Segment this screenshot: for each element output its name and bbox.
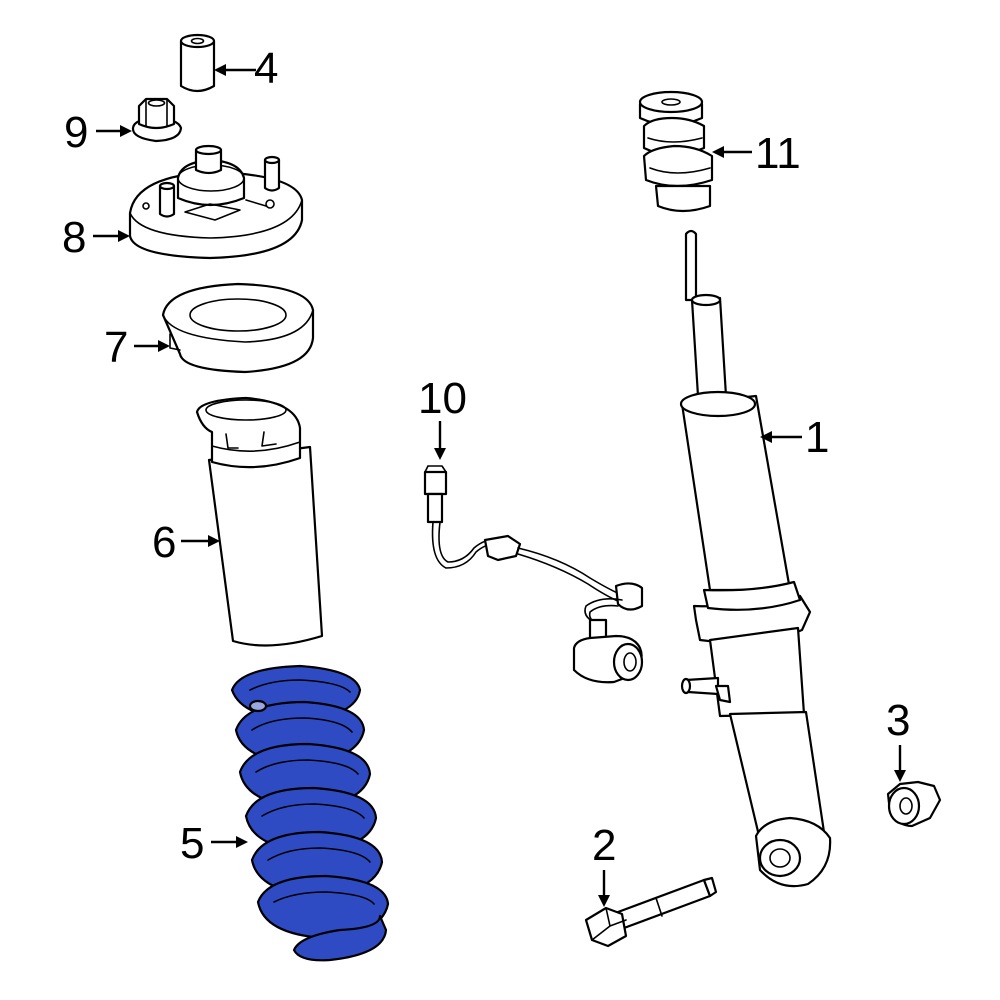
callout-8: 8 [62, 213, 86, 262]
part-7-spring-isolator[interactable] [161, 282, 315, 374]
part-10-sensor-harness[interactable] [423, 465, 644, 684]
callout-1: 1 [805, 413, 829, 462]
part-1-shock-absorber[interactable] [679, 229, 832, 888]
callout-11: 11 [755, 129, 801, 178]
callout-labels: 4 9 8 7 6 5 10 11 1 3 2 [62, 44, 910, 870]
part-4-sleeve[interactable] [179, 33, 216, 93]
part-9-flange-nut[interactable] [131, 97, 183, 143]
callout-6: 6 [152, 518, 176, 567]
callout-5: 5 [180, 819, 204, 868]
part-6-dust-boot[interactable] [195, 396, 324, 647]
callout-3: 3 [886, 696, 910, 745]
callout-4: 4 [254, 44, 278, 93]
callout-9: 9 [64, 108, 88, 157]
callout-7: 7 [104, 323, 128, 372]
part-5-coil-spring[interactable] [230, 664, 390, 962]
part-2-bolt[interactable] [584, 876, 718, 948]
callout-2: 2 [592, 821, 616, 870]
callout-10: 10 [418, 374, 467, 423]
callout-leaders [93, 64, 906, 907]
part-3-nut[interactable] [886, 780, 942, 828]
part-8-strut-mount[interactable] [128, 144, 304, 260]
part-11-bump-stop[interactable] [638, 90, 714, 213]
